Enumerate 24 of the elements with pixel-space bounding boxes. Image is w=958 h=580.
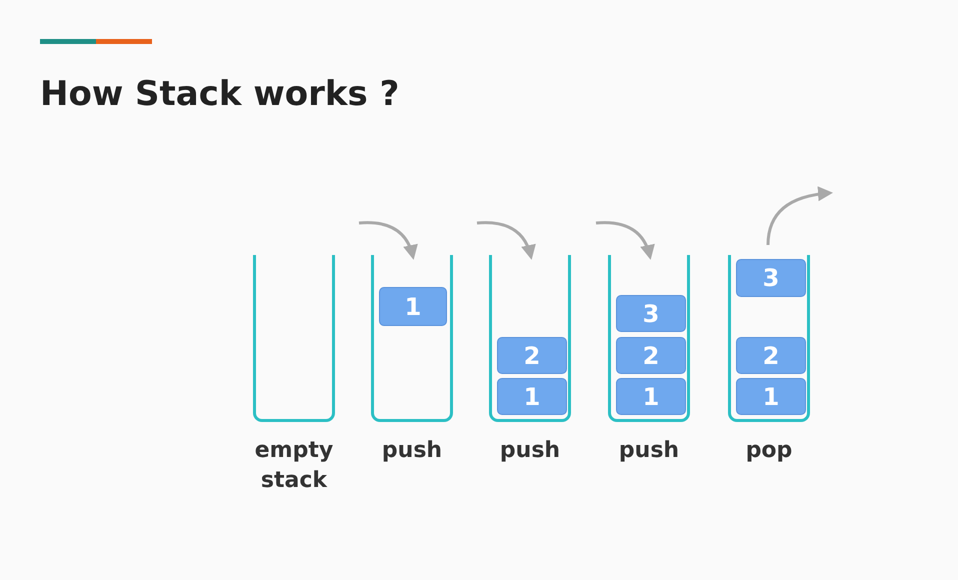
- stack-element: 3: [616, 295, 686, 332]
- stack-container: [253, 255, 335, 422]
- stack-element: 3: [736, 259, 806, 297]
- stack-container: [489, 255, 571, 422]
- curved-arrow: [476, 221, 536, 260]
- stack-element: 2: [616, 337, 686, 374]
- stack-element: 1: [616, 378, 686, 415]
- stack-container: [608, 255, 690, 422]
- stack-element: 1: [736, 378, 806, 415]
- stack-element: 2: [736, 337, 806, 374]
- title: How Stack works ?: [40, 74, 400, 114]
- stack-container: [371, 255, 453, 422]
- stack-element: 1: [497, 378, 567, 415]
- curved-arrow: [766, 186, 833, 246]
- curved-arrow: [596, 221, 654, 260]
- stack-caption: push: [498, 437, 562, 465]
- stack-caption: push: [380, 437, 444, 465]
- stack-container: [728, 255, 810, 422]
- curved-arrow: [358, 221, 418, 260]
- stack-element: 1: [379, 287, 447, 326]
- stack-caption: pop: [744, 437, 794, 465]
- stack-caption: push: [618, 437, 680, 465]
- stack-element: 2: [497, 337, 567, 374]
- stack-caption: empty stack: [254, 437, 334, 495]
